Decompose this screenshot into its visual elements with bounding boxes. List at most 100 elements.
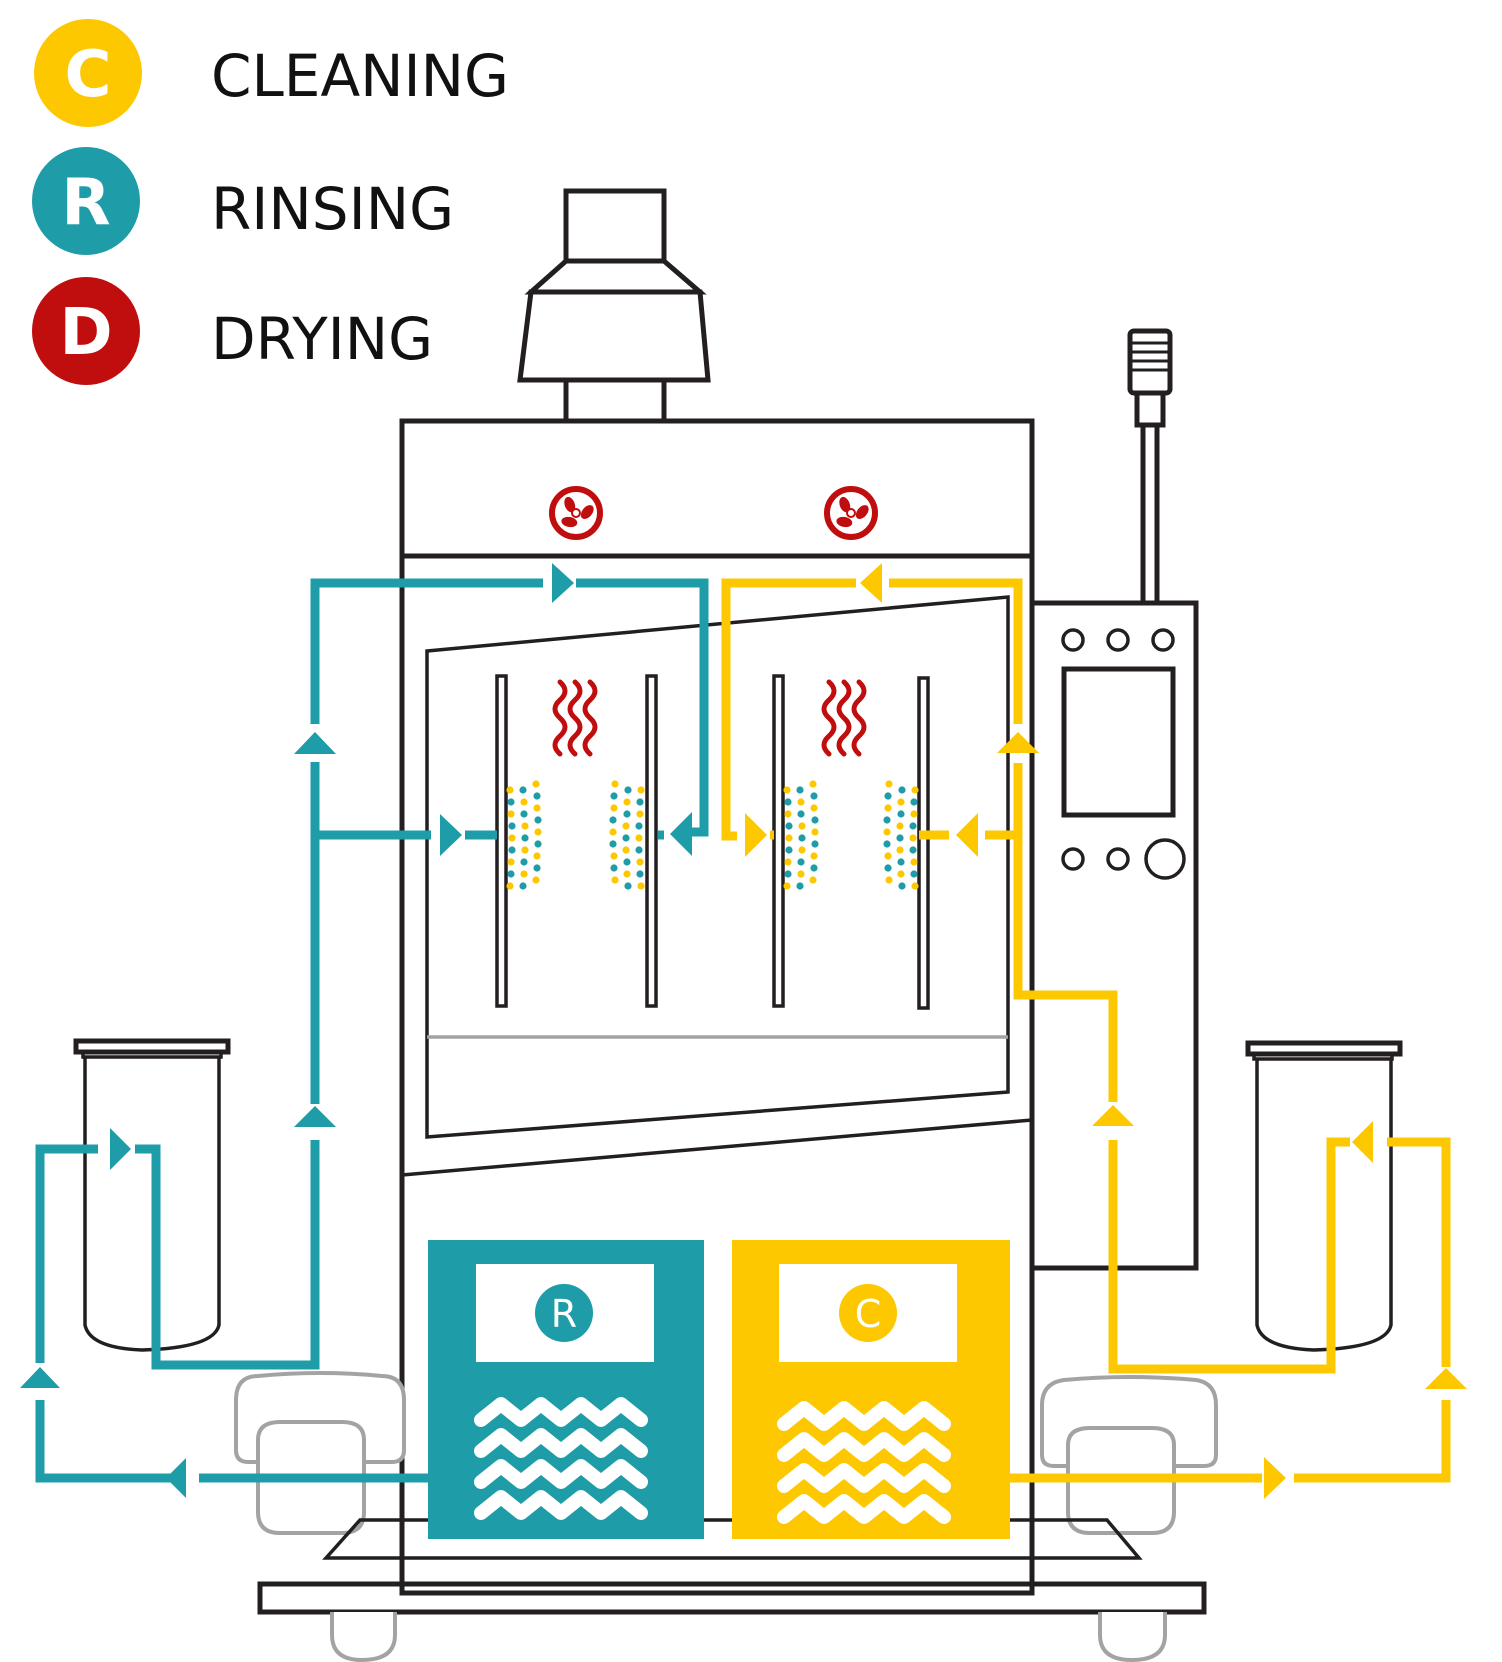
rinse-circuit <box>20 563 709 1498</box>
spray-droplet <box>897 858 905 866</box>
control-display <box>1061 666 1176 818</box>
cleaning-badge-icon <box>34 19 142 127</box>
spray-droplet <box>532 780 540 788</box>
spray-droplet <box>610 864 618 872</box>
flow-arrow-icon <box>670 812 692 856</box>
spray-droplet <box>507 810 515 818</box>
spray-droplet <box>783 786 791 794</box>
spray-droplet <box>533 864 541 872</box>
rinse-tank: R <box>428 1240 704 1539</box>
spray-droplet <box>636 798 644 806</box>
wave-line <box>777 1432 951 1462</box>
spray-droplet <box>507 858 515 866</box>
flow-arrow-icon <box>745 813 767 857</box>
legend: C CLEANING R RINSING D DRYING <box>32 19 509 385</box>
spray-droplet <box>623 858 631 866</box>
panel-knob[interactable] <box>1144 838 1186 880</box>
spray-droplet <box>910 810 918 818</box>
spray-droplet <box>910 858 918 866</box>
flow-arrow-icon <box>294 732 336 754</box>
panel-button[interactable] <box>1151 628 1175 652</box>
spray-droplet <box>508 846 516 854</box>
spray-droplet <box>508 834 516 842</box>
spray-droplet <box>610 804 618 812</box>
spray-droplet <box>520 858 528 866</box>
spray-droplet <box>884 852 892 860</box>
spray-droplet <box>623 870 631 878</box>
spray-droplet <box>785 822 793 830</box>
spray-droplet <box>883 816 891 824</box>
signal-lamp-icon <box>1127 328 1173 396</box>
flow-arrow-icon <box>1352 1121 1373 1163</box>
clean-tank-letter: C <box>855 1292 882 1336</box>
panel-button[interactable] <box>1106 628 1130 652</box>
spray-droplet <box>796 786 804 794</box>
drying-label: DRYING <box>211 305 433 373</box>
spray-droplet <box>909 846 917 854</box>
spray-droplet <box>898 882 906 890</box>
flow-arrow-icon <box>166 1458 186 1498</box>
spray-droplet <box>534 840 542 848</box>
pump-left <box>234 1371 406 1535</box>
spray-droplet <box>909 834 917 842</box>
spray-droplet <box>884 792 892 800</box>
spray-droplet <box>521 846 529 854</box>
spray-droplet <box>623 798 631 806</box>
rinsing-badge-letter: R <box>61 166 110 240</box>
caster-wheel-icon <box>1098 1612 1167 1662</box>
spray-droplet <box>909 822 917 830</box>
panel-button[interactable] <box>1061 847 1085 871</box>
spray-droplet <box>783 882 791 890</box>
spray-droplet <box>624 786 632 794</box>
wave-line <box>474 1428 648 1458</box>
spray-droplet <box>534 816 542 824</box>
part-racks <box>495 674 930 1010</box>
spray-droplet <box>636 810 644 818</box>
spray-droplet <box>636 858 644 866</box>
spray-droplet <box>809 876 817 884</box>
legend-item-drying: D DRYING <box>32 277 433 385</box>
spray-droplet <box>519 786 527 794</box>
spray-droplet <box>532 876 540 884</box>
spray-droplet <box>896 834 904 842</box>
spray-droplet <box>883 840 891 848</box>
cleaning-circuit <box>721 563 1467 1499</box>
spray-droplet <box>635 834 643 842</box>
flow-arrow-icon <box>1425 1368 1467 1389</box>
spray-droplet <box>622 846 630 854</box>
spray-droplet <box>883 828 891 836</box>
spray-droplet <box>797 810 805 818</box>
spray-droplet <box>885 780 893 788</box>
spray-droplet <box>521 822 529 830</box>
filter-vessel-right <box>1245 1040 1403 1352</box>
spray-droplet <box>910 798 918 806</box>
spray-droplet <box>811 828 819 836</box>
spray-droplet <box>622 834 630 842</box>
spray-droplet <box>507 870 515 878</box>
spray-droplet <box>885 876 893 884</box>
spray-droplet <box>519 882 527 890</box>
control-panel <box>1029 328 1199 1271</box>
spray-droplet <box>797 798 805 806</box>
flow-arrow-icon <box>20 1367 60 1388</box>
spray-droplet <box>533 792 541 800</box>
spray-droplet <box>637 882 645 890</box>
spray-droplet <box>810 852 818 860</box>
spray-droplet <box>811 816 819 824</box>
spray-droplet <box>884 804 892 812</box>
spray-droplet <box>911 786 919 794</box>
panel-button[interactable] <box>1106 847 1130 871</box>
spray-droplet <box>797 858 805 866</box>
spray-droplet <box>897 798 905 806</box>
spray-droplet <box>811 840 819 848</box>
spray-droplet <box>610 792 618 800</box>
spray-droplet <box>609 816 617 824</box>
spray-droplet <box>810 792 818 800</box>
legend-item-rinsing: R RINSING <box>32 147 454 255</box>
pump-right <box>1040 1375 1218 1535</box>
spray-droplet <box>910 870 918 878</box>
spray-droplet <box>798 822 806 830</box>
spray-droplet <box>610 852 618 860</box>
panel-button[interactable] <box>1061 628 1085 652</box>
